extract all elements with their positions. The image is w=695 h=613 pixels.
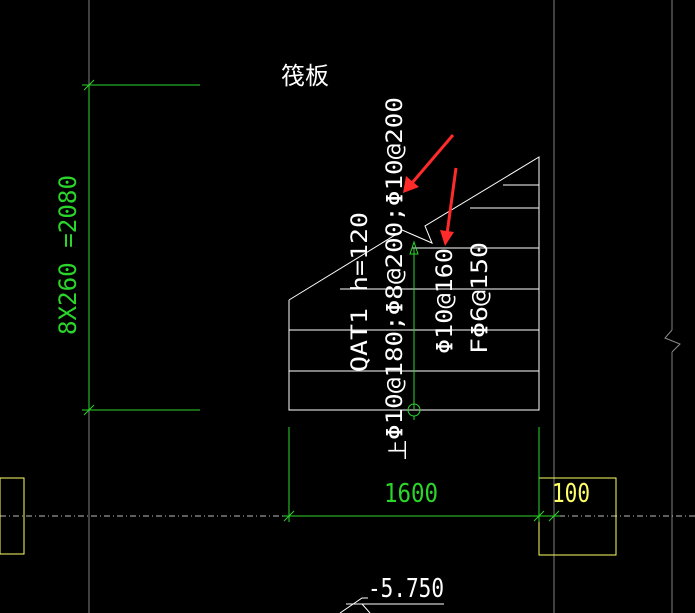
stair-slope xyxy=(288,231,401,301)
right-dim-text: 100 xyxy=(552,479,590,509)
vertical-dimension: 8X260 =2080 xyxy=(54,79,200,416)
stair-name-text: QAT1 h=120 xyxy=(348,212,373,372)
column-left xyxy=(0,477,25,555)
break-mark xyxy=(664,329,681,353)
elevation-text: -5.750 xyxy=(368,574,444,604)
rebar-top-text: Φ10@160 xyxy=(433,248,458,354)
red-arrow-2 xyxy=(445,167,458,235)
rebar-main-text: Φ10@180;Φ8@200;Φ10@200 xyxy=(383,97,408,440)
annotation-arrows xyxy=(403,134,458,246)
slab-label: 筏板 xyxy=(281,62,329,90)
stair-boundary xyxy=(288,156,540,411)
horizontal-dimension: 1600 xyxy=(283,427,560,522)
horizontal-dim-text: 1600 xyxy=(384,479,438,509)
rebar-dist-text: FΦ6@150 xyxy=(468,242,493,354)
up-mark: 上 xyxy=(386,440,410,460)
up-arrow-icon xyxy=(409,240,419,255)
elevation-mark: -5.750 xyxy=(339,574,444,613)
red-arrow-2-head xyxy=(440,230,454,246)
red-arrow-1 xyxy=(410,134,455,184)
walk-direction xyxy=(407,240,421,420)
red-arrow-1-head xyxy=(403,176,419,193)
vertical-dim-text: 8X260 =2080 xyxy=(54,175,82,335)
